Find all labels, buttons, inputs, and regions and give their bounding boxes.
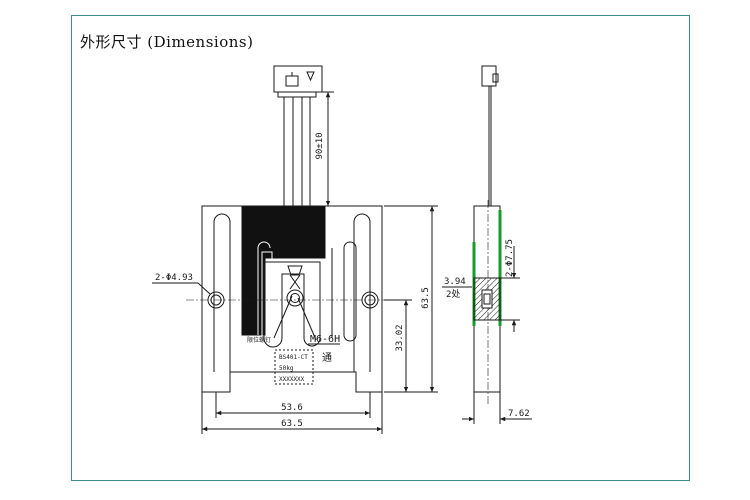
- dim-cable-length: 90±10: [315, 132, 325, 159]
- dim-thickness: 7.62: [508, 409, 530, 419]
- potting-area: [241, 206, 326, 336]
- dim-side-h1: 3.94: [444, 277, 466, 287]
- load-cell-body: [201, 205, 383, 393]
- dim-thread-note: 通: [322, 352, 332, 364]
- connector: [273, 65, 323, 93]
- dim-height-mid: 33.02: [395, 324, 405, 351]
- drawing-title: 外形尺寸 (Dimensions): [80, 33, 254, 51]
- drawing-frame: [71, 15, 690, 481]
- slot-center-outer: [263, 261, 321, 348]
- slot-center-left: [257, 241, 271, 335]
- cable: [277, 91, 317, 207]
- hole-center: [286, 289, 304, 307]
- slot-right: [353, 213, 371, 372]
- label-line1: BS401-CT: [279, 354, 308, 361]
- dim-side-hole: 2-Φ7.75: [505, 239, 515, 277]
- label-line3: XXXXXXX: [279, 376, 305, 383]
- side-connector: [481, 65, 499, 206]
- dim-height-full: 63.5: [421, 287, 431, 309]
- slot-left: [213, 213, 231, 372]
- dim-small-note: 限位螺钉: [247, 336, 271, 344]
- dim-width-inner: 53.6: [281, 403, 303, 413]
- dim-side-h2: 2处: [446, 288, 460, 300]
- dim-hole-left: 2-Φ4.93: [155, 273, 193, 283]
- slot-center-right: [343, 241, 357, 342]
- dim-width-full: 63.5: [281, 419, 303, 429]
- dim-thread: M6-6H: [310, 334, 340, 345]
- label-line2: 50kg: [279, 365, 294, 372]
